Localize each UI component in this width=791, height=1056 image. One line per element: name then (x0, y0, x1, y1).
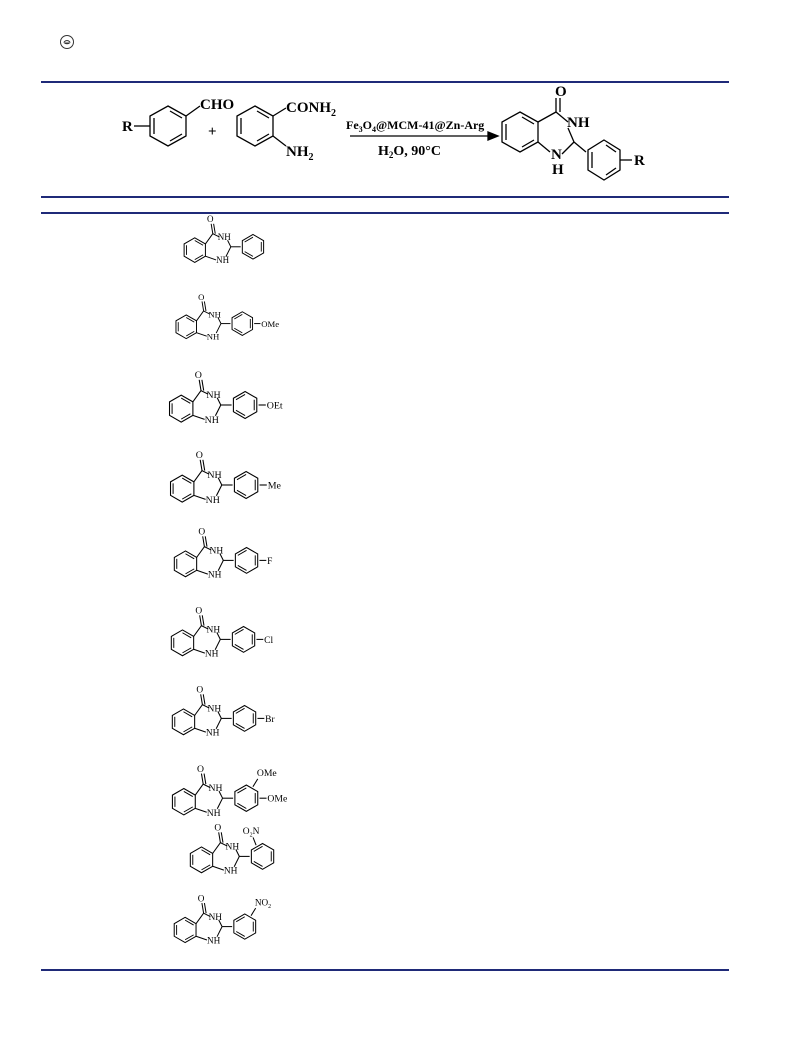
compound-structure: O NH NH OEt (168, 370, 283, 426)
reaction-scheme: R CHO + CONH2 NH2 O NH N H R Fe3O4@MCM-4… (122, 84, 645, 181)
product-h-bottom: H (552, 162, 564, 178)
nh-label: NH (207, 626, 221, 636)
catalyst-label: Fe3O4@MCM-41@Zn-Arg (346, 118, 484, 134)
nh-label: NH (208, 783, 222, 794)
reactant2-amide-label: CONH2 (286, 100, 336, 119)
compound-structure: O NH NH OMe (175, 292, 279, 341)
carbonyl-o-label: O (196, 686, 203, 696)
nh-label: NH (216, 255, 229, 265)
substituent-label: Br (265, 715, 275, 725)
carbonyl-o-label: O (195, 370, 202, 381)
conditions-label: H2O, 90°C (378, 144, 441, 160)
substituent-label: OMe (267, 794, 287, 805)
carbonyl-o-label: O (198, 292, 204, 302)
reactant1-aldehyde-label: CHO (200, 97, 234, 113)
compound-structure: O NH NH Br (171, 686, 275, 739)
reactant2-amine-label: NH2 (286, 144, 314, 163)
carbonyl-o-label: O (195, 607, 202, 617)
nh-label: NH (207, 808, 221, 819)
nh-label: NH (224, 867, 238, 877)
substituent-label: NO2 (255, 898, 271, 911)
compound-structure: O NH NH Cl (170, 607, 273, 660)
nh-label: NH (207, 470, 221, 481)
table-header-rule-2 (41, 212, 729, 214)
nh-label: NH (206, 495, 220, 506)
table-header-rule (41, 196, 729, 198)
table-bottom-rule (41, 969, 729, 971)
nh-label: NH (226, 843, 240, 853)
carbonyl-o-label: O (207, 214, 214, 224)
substituent-label: Me (268, 481, 282, 492)
nh-label: NH (218, 232, 231, 242)
nh-label: NH (206, 729, 220, 739)
carbonyl-o-label: O (198, 528, 205, 538)
nh-label: NH (209, 912, 223, 922)
substituent-label: OMe (257, 768, 277, 779)
compound-structure: O NH NH Me (169, 450, 282, 506)
nh-label: NH (206, 390, 220, 401)
nh-label: NH (208, 309, 221, 319)
carbonyl-o-label: O (196, 450, 203, 461)
carbonyl-o-label: O (198, 893, 205, 903)
reactant1-substituent: R (122, 119, 133, 135)
carbonyl-o-label: O (214, 824, 221, 834)
compound-structure: O NH NH F (173, 528, 272, 581)
nh-label: NH (205, 415, 219, 426)
substituent-label: OEt (267, 401, 283, 412)
nh-label: NH (208, 705, 222, 715)
substituent-label: OMe (261, 319, 279, 329)
plus-sign: + (208, 124, 217, 140)
nh-label: NH (207, 935, 221, 945)
publisher-logo-icon (60, 35, 74, 49)
compound-structure: O NH NH (183, 214, 265, 265)
carbonyl-o-label: O (197, 764, 204, 775)
nh-label: NH (210, 547, 224, 557)
product-substituent: R (634, 153, 645, 169)
compound-structure: O NH NH NO2 (173, 893, 271, 945)
product-carbonyl-o: O (555, 84, 567, 100)
nh-label: NH (208, 571, 222, 581)
product-nh-top: NH (567, 115, 590, 131)
table-top-rule (41, 81, 729, 83)
product-n-bottom: N (551, 147, 562, 163)
substituent-label: Cl (264, 636, 273, 646)
nh-label: NH (205, 650, 219, 660)
nh-label: NH (207, 331, 220, 341)
substituent-label: F (267, 557, 272, 567)
substituent-label: O2N (243, 827, 260, 839)
